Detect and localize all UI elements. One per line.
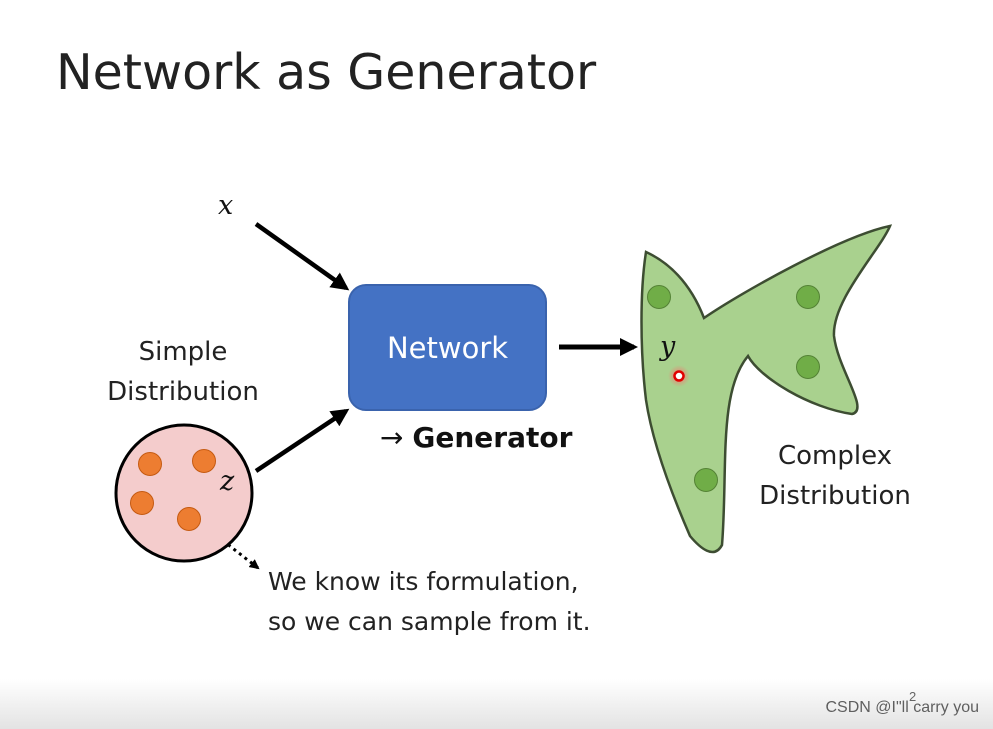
complex-sample-dot	[796, 355, 820, 379]
simple-sample-dot	[138, 452, 162, 476]
right-arrow-icon: →	[380, 421, 404, 454]
simple-distribution-line-1: Simple	[138, 337, 228, 367]
generator-label: Generator	[412, 421, 573, 454]
complex-sample-dot	[694, 468, 718, 492]
network-label: Network	[386, 330, 509, 365]
generator-caption: → Generator	[380, 421, 572, 454]
output-point	[673, 370, 685, 382]
slide-title: Network as Generator	[56, 44, 597, 101]
simple-sample-dot	[177, 507, 201, 531]
arrow-z-to-network	[254, 408, 350, 473]
watermark-text: CSDN @I"ll carry you	[825, 699, 980, 716]
simple-distribution-label: Simple Distribution	[100, 332, 266, 412]
complex-sample-dot	[647, 285, 671, 309]
complex-sample-dot	[796, 285, 820, 309]
input-z-symbol: z	[220, 466, 235, 497]
simple-distribution-line-2: Distribution	[107, 377, 259, 407]
complex-distribution-label: Complex Distribution	[752, 436, 918, 516]
sampling-note-line-1: We know its formulation,	[268, 567, 579, 596]
page-number: 2	[909, 689, 917, 704]
simple-sample-dot	[130, 491, 154, 515]
simple-sample-dot	[192, 449, 216, 473]
sampling-note-line-2: so we can sample from it.	[268, 607, 591, 636]
complex-distribution-line-2: Distribution	[759, 481, 911, 511]
output-y-symbol: y	[660, 331, 676, 362]
sampling-note: We know its formulation, so we can sampl…	[268, 562, 591, 642]
complex-distribution-line-1: Complex	[777, 441, 893, 471]
input-x-symbol: x	[218, 190, 234, 221]
network-box: Network	[348, 284, 547, 411]
bottom-band	[0, 679, 993, 729]
arrow-x-to-network	[254, 222, 350, 291]
